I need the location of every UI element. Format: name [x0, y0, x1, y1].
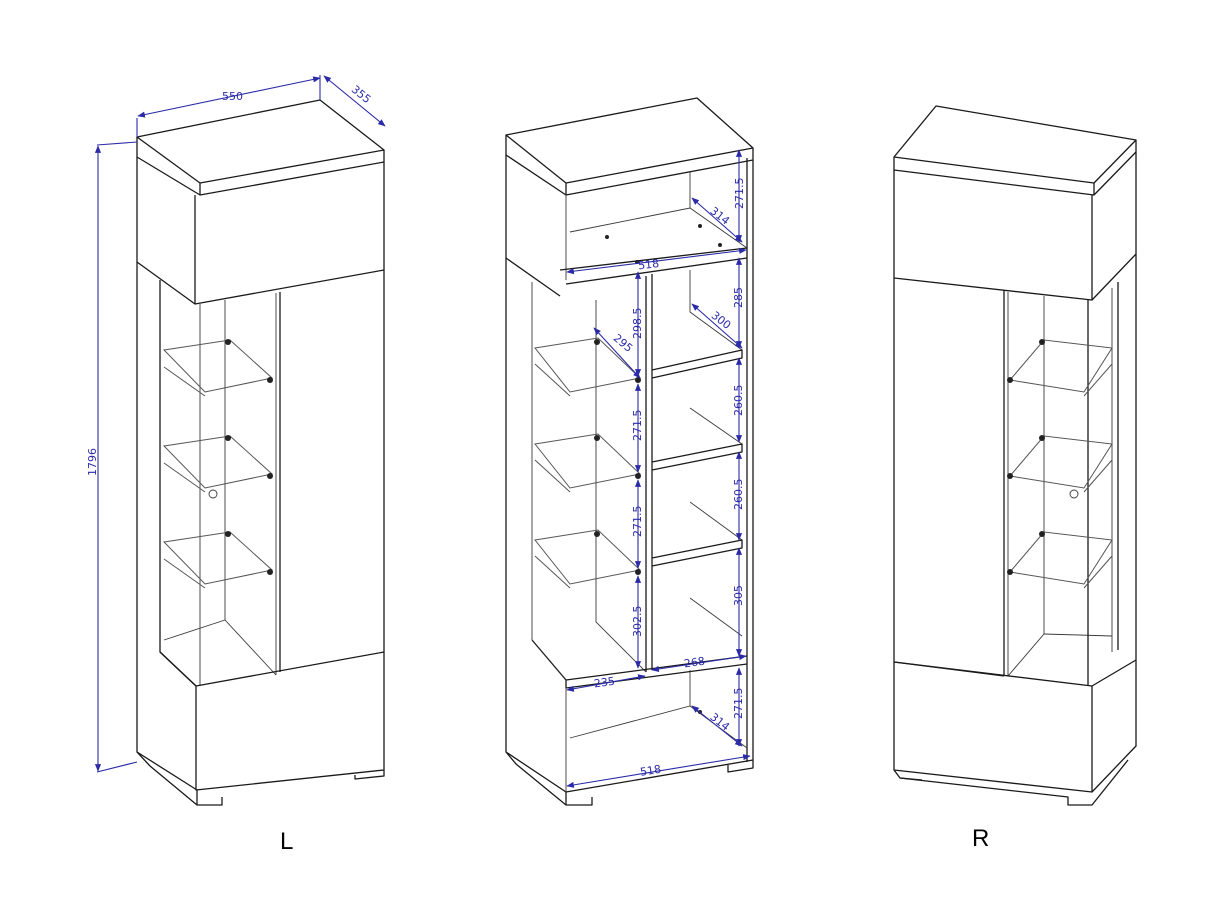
- dim-left-shelf-gap-3: 271.5: [631, 506, 644, 538]
- height-dimension-label: 1796: [86, 448, 99, 476]
- middle-cabinet-view: 271.5 314 518 285 300 260.5 260.5 305 29…: [505, 97, 754, 806]
- right-cabinet-view: [893, 105, 1137, 806]
- dim-right-section-width: 268: [683, 655, 706, 671]
- left-view-label: L: [280, 828, 293, 855]
- dim-left-shelf-gap-1: 298.5: [631, 308, 644, 340]
- dim-top-compartment-width: 518: [637, 257, 659, 272]
- dim-top-compartment-height: 271.5: [733, 178, 746, 210]
- right-view-label: R: [972, 825, 989, 852]
- dim-right-shelf-gap-2: 260.5: [732, 385, 745, 417]
- dim-bottom-compartment-depth: 314: [708, 710, 733, 733]
- dim-top-compartment-depth: 314: [708, 204, 733, 227]
- dim-left-section-width: 235: [593, 675, 616, 691]
- dim-bottom-compartment-height: 271.5: [732, 688, 745, 720]
- left-cabinet-view: 550 355 1796: [86, 75, 386, 806]
- dim-bottom-compartment-width: 518: [639, 763, 662, 779]
- dim-left-shelf-gap-2: 271.5: [631, 410, 644, 442]
- dim-right-shelf-gap-1: 285: [732, 287, 745, 308]
- depth-dimension-label: 355: [349, 83, 374, 106]
- dim-left-shelf-gap-4: 302.5: [631, 606, 644, 638]
- dim-right-shelf-gap-4: 305: [732, 585, 745, 606]
- width-dimension-label: 550: [222, 90, 243, 103]
- dim-right-shelf-gap-3: 260.5: [732, 479, 745, 511]
